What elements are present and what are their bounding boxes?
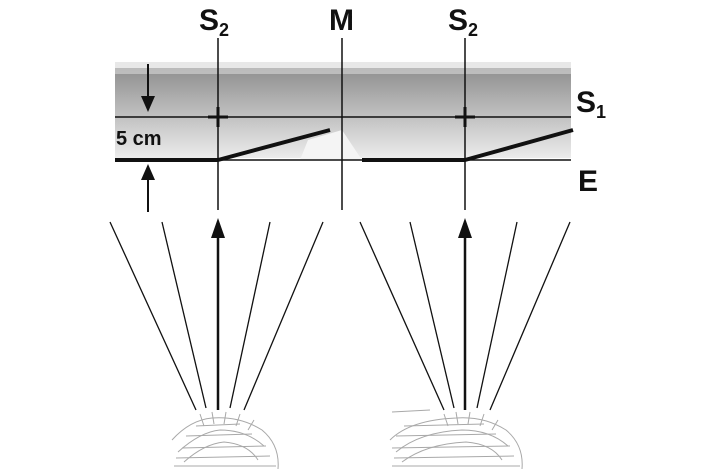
left-s2-label: S2 <box>199 4 229 40</box>
left-beam-axis-arrow <box>211 218 225 410</box>
right-headlamp-glow <box>389 409 523 469</box>
distance-label: 5 cm <box>116 128 162 150</box>
left-beam-rays <box>109 221 324 411</box>
left-cutoff-slope <box>217 128 331 162</box>
right-s2-label: S2 <box>448 4 478 40</box>
right-beam-axis-arrow <box>458 218 472 410</box>
s1-label: S1 <box>576 86 606 122</box>
light-patch <box>300 130 362 160</box>
projection-band-top-fade <box>115 62 571 74</box>
right-cross-marker <box>455 107 475 127</box>
left-headlamp-glow <box>171 411 279 469</box>
e-label: E <box>578 165 598 198</box>
dimension-arrow-top <box>141 64 155 112</box>
right-beam-rays <box>359 221 571 411</box>
left-cross-marker <box>208 107 228 127</box>
m-label: M <box>329 4 354 37</box>
right-cutoff-slope <box>464 128 574 162</box>
dimension-arrow-bottom <box>141 164 155 212</box>
